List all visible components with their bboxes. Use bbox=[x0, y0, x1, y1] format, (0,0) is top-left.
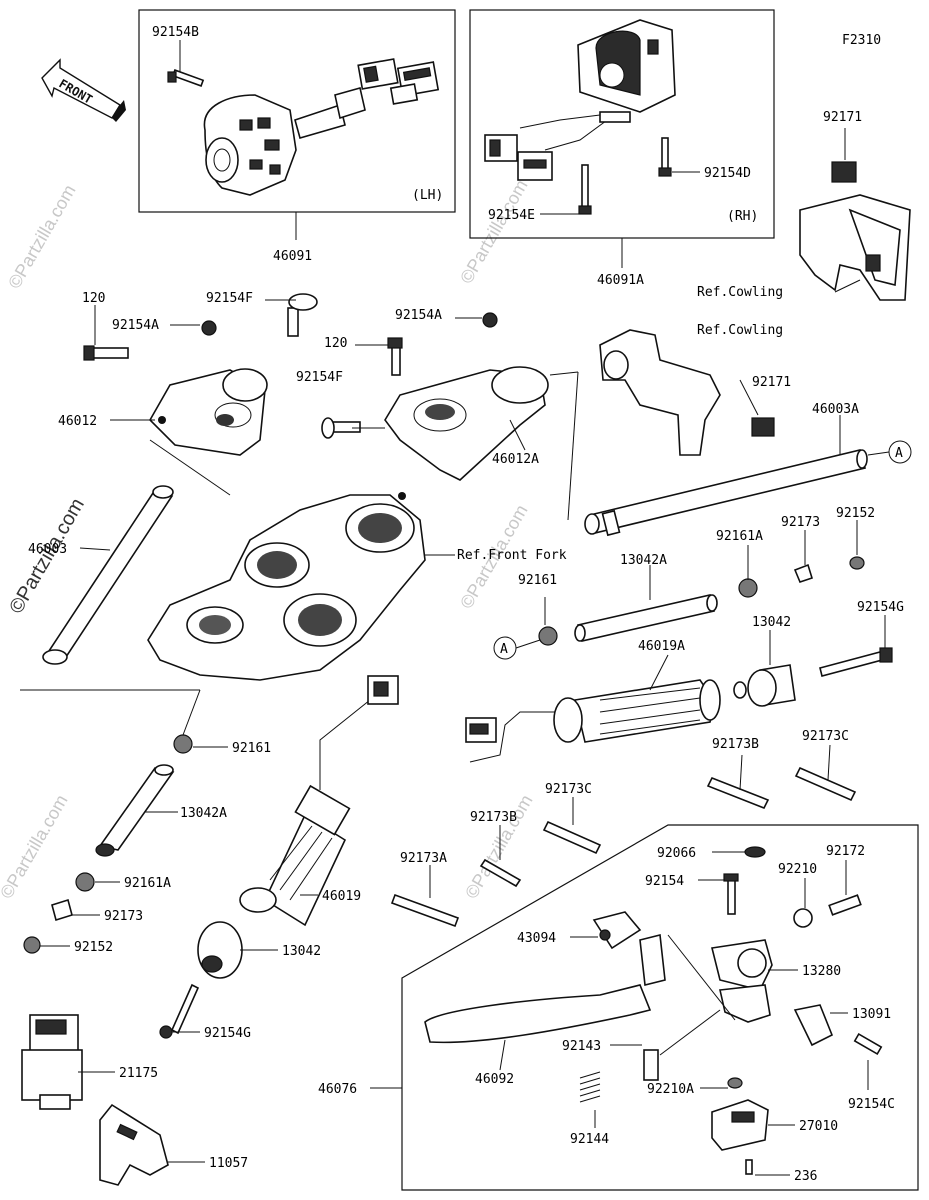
rh-connectors bbox=[484, 134, 553, 181]
lh-switch-group: (LH) bbox=[138, 9, 456, 213]
label-92144: 92144 bbox=[570, 1132, 609, 1147]
label-92154F-mid: 92154F bbox=[296, 370, 343, 385]
callout-a-left: A bbox=[493, 636, 517, 660]
label-92161-top: 92161 bbox=[518, 573, 557, 588]
label-11057: 11057 bbox=[209, 1156, 248, 1171]
label-92154A-left: 92154A bbox=[112, 318, 159, 333]
label-92172: 92172 bbox=[826, 844, 865, 859]
label-92161A-left: 92161A bbox=[124, 876, 171, 891]
label-92154G-left: 92154G bbox=[204, 1026, 251, 1041]
label-92171-top: 92171 bbox=[823, 110, 862, 125]
svg-text:A: A bbox=[500, 642, 508, 657]
label-46012: 46012 bbox=[58, 414, 97, 429]
cowling-bracket-upper bbox=[799, 161, 911, 301]
watermark: ©Partzilla.com bbox=[461, 791, 536, 902]
grip-assembly-left bbox=[23, 675, 399, 1039]
throttle-assembly-right bbox=[465, 556, 893, 763]
label-92154F-left: 92154F bbox=[206, 291, 253, 306]
label-92154: 92154 bbox=[645, 874, 684, 889]
label-92152-left: 92152 bbox=[74, 940, 113, 955]
label-21175: 21175 bbox=[119, 1066, 158, 1081]
handlebar-46003 bbox=[42, 485, 174, 665]
label-13042A-left: 13042A bbox=[180, 806, 227, 821]
label-13042-top: 13042 bbox=[752, 615, 791, 630]
leader-lines bbox=[20, 40, 886, 1176]
label-92173B-mid: 92173B bbox=[470, 810, 517, 825]
label-46012A: 46012A bbox=[492, 452, 539, 467]
label-46019: 46019 bbox=[322, 889, 361, 904]
group-label-rh: (RH) bbox=[727, 209, 758, 224]
label-92152-top: 92152 bbox=[836, 506, 875, 521]
cowling-bracket-mid bbox=[599, 329, 775, 456]
label-92173C-right: 92173C bbox=[802, 729, 849, 744]
label-46003: 46003 bbox=[28, 542, 67, 557]
label-46019A: 46019A bbox=[638, 639, 685, 654]
watermark: ©Partzilla.com bbox=[0, 791, 72, 902]
label-92154C: 92154C bbox=[848, 1097, 895, 1112]
label-92210: 92210 bbox=[778, 862, 817, 877]
clamp-46012 bbox=[83, 293, 318, 456]
screw-92154B bbox=[167, 69, 205, 87]
watermark: ©Partzilla.com bbox=[4, 181, 79, 292]
lh-connectors bbox=[357, 58, 440, 105]
label-27010: 27010 bbox=[799, 1119, 838, 1134]
clutch-lever-group bbox=[401, 824, 919, 1191]
relay-21175 bbox=[21, 1014, 83, 1110]
label-120-left: 120 bbox=[82, 291, 105, 306]
label-13091: 13091 bbox=[852, 1007, 891, 1022]
label-ref-cowling-2: Ref.Cowling bbox=[697, 323, 783, 338]
label-92154E: 92154E bbox=[488, 208, 535, 223]
label-92154D: 92154D bbox=[704, 166, 751, 181]
label-92171-mid: 92171 bbox=[752, 375, 791, 390]
rh-switch-housing bbox=[577, 19, 676, 113]
figure-code: F2310 bbox=[842, 33, 881, 48]
label-ref-front-fork: Ref.Front Fork bbox=[457, 548, 567, 563]
rh-switch-group: (RH) bbox=[469, 9, 775, 239]
label-92154G-top: 92154G bbox=[857, 600, 904, 615]
label-92161-left: 92161 bbox=[232, 741, 271, 756]
label-ref-cowling-1: Ref.Cowling bbox=[697, 285, 783, 300]
front-arrow-icon: FRONT bbox=[41, 58, 126, 122]
handlebar-46003A bbox=[584, 449, 868, 537]
label-46091: 46091 bbox=[273, 249, 312, 264]
label-13280: 13280 bbox=[802, 964, 841, 979]
label-43094: 43094 bbox=[517, 931, 556, 946]
label-46092: 46092 bbox=[475, 1072, 514, 1087]
label-13042A-top: 13042A bbox=[620, 553, 667, 568]
label-92173B-right: 92173B bbox=[712, 737, 759, 752]
label-92173A: 92173A bbox=[400, 851, 447, 866]
label-92154B: 92154B bbox=[152, 25, 199, 40]
label-92173C-mid: 92173C bbox=[545, 782, 592, 797]
group-label-lh: (LH) bbox=[412, 188, 443, 203]
watermark: ©Partzilla.com bbox=[456, 176, 531, 287]
lh-switch-housing bbox=[203, 94, 297, 196]
screw-92154E bbox=[578, 164, 592, 215]
part-labels: 92154B 46091 92154D 92154E 46091A 92171 … bbox=[28, 25, 904, 1184]
straps bbox=[390, 766, 857, 928]
label-92173-top: 92173 bbox=[781, 515, 820, 530]
label-46076: 46076 bbox=[318, 1082, 357, 1097]
label-92210A: 92210A bbox=[647, 1082, 694, 1097]
label-92154A-mid: 92154A bbox=[395, 308, 442, 323]
clamp-46012A bbox=[321, 312, 549, 481]
label-92173-left: 92173 bbox=[104, 909, 143, 924]
label-46003A: 46003A bbox=[812, 402, 859, 417]
upper-triple-clamp bbox=[147, 492, 426, 681]
label-92066: 92066 bbox=[657, 846, 696, 861]
label-46091A: 46091A bbox=[597, 273, 644, 288]
label-236: 236 bbox=[794, 1169, 817, 1184]
label-92143: 92143 bbox=[562, 1039, 601, 1054]
label-120-mid: 120 bbox=[324, 336, 347, 351]
label-92161A-top: 92161A bbox=[716, 529, 763, 544]
label-13042-left: 13042 bbox=[282, 944, 321, 959]
screw-92154D bbox=[658, 137, 672, 177]
callout-a-right: A bbox=[888, 440, 912, 464]
svg-text:A: A bbox=[895, 446, 903, 461]
bracket-11057 bbox=[99, 1103, 169, 1186]
